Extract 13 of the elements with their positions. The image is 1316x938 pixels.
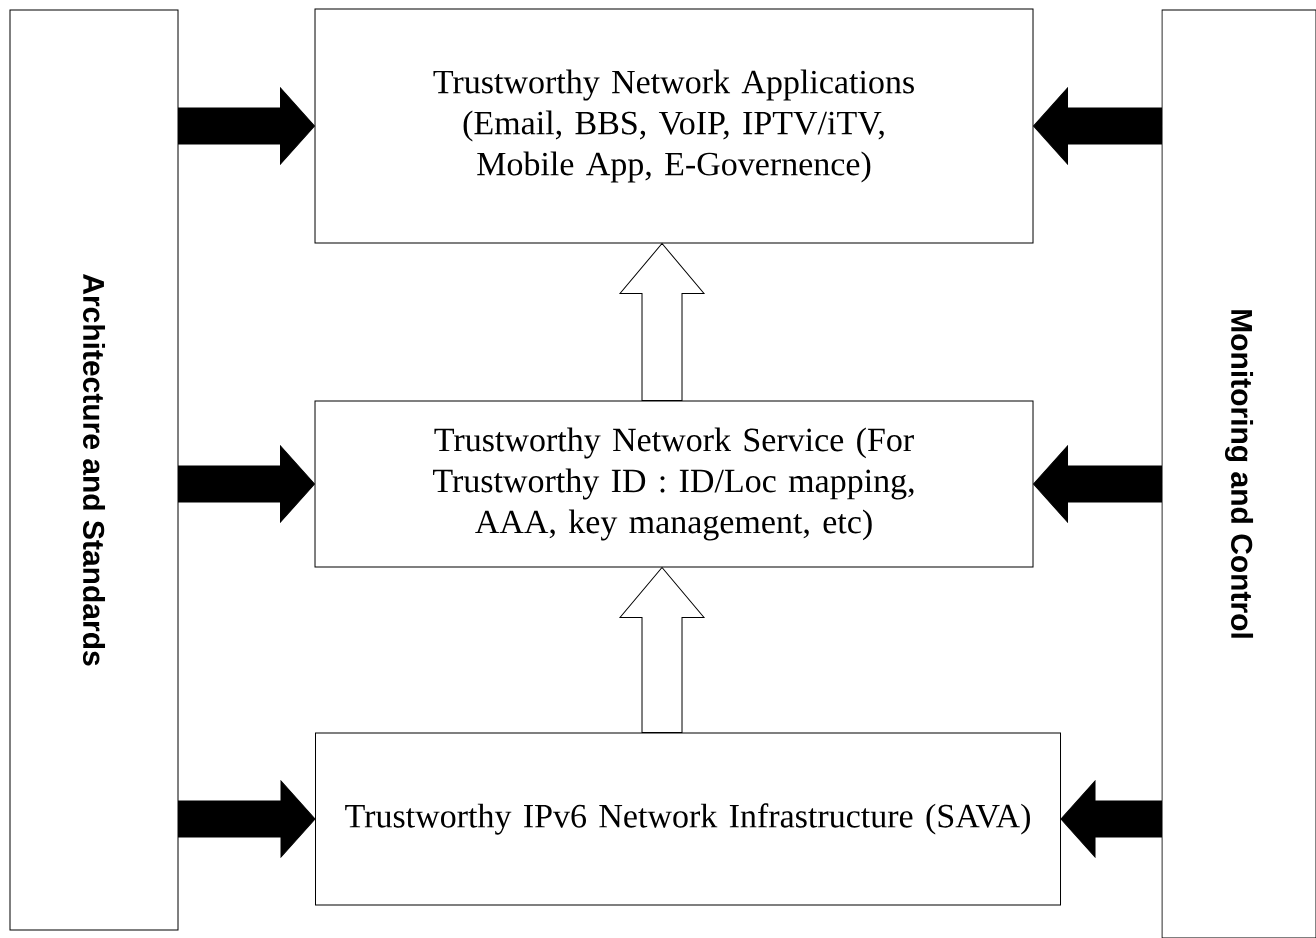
hollow-arrow (619, 243, 705, 401)
block-arrow (1033, 445, 1162, 523)
side-panel: Monitoring and Control (1161, 9, 1316, 938)
layer-box: Trustworthy Network Service (For Trustworthy ID : ID/Loc mapping, AAA, key management, etc) (314, 400, 1034, 568)
block-arrow (178, 87, 315, 165)
layer-box: Trustworthy Network Applications (Email, BBS, VoIP, IPTV/iTV, Mobile App, E-Governence) (314, 8, 1034, 244)
hollow-arrow (619, 567, 705, 733)
block-arrow (178, 780, 316, 858)
block-arrow (1033, 87, 1162, 165)
side-panel: Architecture and Standards (9, 9, 179, 931)
block-arrow (178, 445, 315, 523)
block-arrow (1060, 780, 1162, 858)
layer-box: Trustworthy IPv6 Network Infrastructure (SAVA) (315, 732, 1061, 906)
